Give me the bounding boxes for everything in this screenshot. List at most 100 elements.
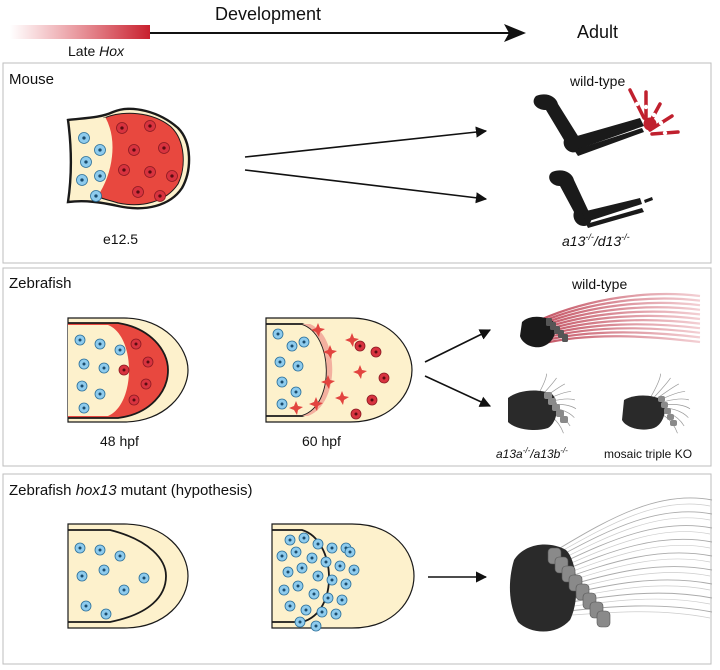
fin-ray: [559, 503, 711, 553]
hox-cell-nucleus: [358, 344, 362, 348]
migrating-mesenchyme-cell: [311, 323, 325, 337]
fin-mesenchyme-cell-nucleus: [302, 340, 306, 344]
zebrafish-arrow-wt: [424, 329, 492, 363]
hox-cell-nucleus: [122, 168, 126, 172]
fin-mesenchyme-cell-nucleus: [312, 592, 316, 596]
hox-cell-nucleus: [132, 148, 136, 152]
fin-mesenchyme-cell-nucleus: [102, 366, 106, 370]
fin-mesenchyme-cell-nucleus: [118, 554, 122, 558]
fin-ray: [539, 306, 701, 329]
fin-mesenchyme-cell-nucleus: [288, 538, 292, 542]
digit-joint: [634, 101, 640, 107]
proximal-cell-nucleus: [84, 160, 88, 164]
zebrafish-wt-fin: [520, 292, 701, 348]
distal-radial: [661, 402, 668, 408]
fin-ray: [539, 327, 701, 341]
fin-mesenchyme-cell-nucleus: [286, 570, 290, 574]
hox-cell-nucleus: [370, 398, 374, 402]
fin-mesenchyme-cell-nucleus: [122, 588, 126, 592]
distal-radial: [544, 392, 552, 399]
zebrafish-60hpf-fin-bud: [265, 317, 413, 423]
digit-joint: [662, 130, 668, 136]
wrist-bones: [643, 117, 657, 131]
fin-ray: [559, 525, 713, 565]
fin-mesenchyme-cell-nucleus: [330, 578, 334, 582]
fin-ray: [559, 605, 713, 613]
fin-mesenchyme-cell-nucleus: [102, 568, 106, 572]
fin-ray: [559, 538, 713, 573]
hox-cell-nucleus: [354, 412, 358, 416]
fin-mesenchyme-cell-nucleus: [278, 360, 282, 364]
fin-mesenchyme-cell-nucleus: [280, 380, 284, 384]
hypothesis-panel-title: Zebrafish hox13 mutant (hypothesis): [9, 482, 252, 499]
fin-mesenchyme-cell-nucleus: [320, 610, 324, 614]
fin-mesenchyme-cell-nucleus: [294, 390, 298, 394]
fin-ray: [559, 552, 713, 581]
migrating-mesenchyme-cell: [353, 365, 367, 379]
hox-cell-nucleus: [120, 126, 124, 130]
mouse-arrow-mutant: [244, 169, 488, 204]
zebrafish-wt-label: wild-type: [571, 276, 627, 292]
mouse-mutant-limb-skeleton: [549, 170, 653, 228]
mouse-panel-title: Mouse: [9, 71, 54, 88]
hypothesis-early-fin-bud: [67, 523, 189, 629]
fin-mesenchyme-cell-nucleus: [78, 338, 82, 342]
migrating-mesenchyme-cell: [345, 333, 359, 347]
fin-mesenchyme-cell-nucleus: [352, 568, 356, 572]
hox-cell-nucleus: [148, 124, 152, 128]
fin-ray: [539, 297, 701, 324]
fin-mesenchyme-cell-nucleus: [324, 560, 328, 564]
fin-mesenchyme-cell-nucleus: [104, 612, 108, 616]
fin-mesenchyme-cell-nucleus: [338, 564, 342, 568]
fin-ray: [539, 292, 701, 322]
zebrafish-mutant-label: a13a-/-/a13b-/-: [496, 446, 568, 461]
fin-mesenchyme-cell-nucleus: [310, 556, 314, 560]
fin-mesenchyme-cell-nucleus: [280, 554, 284, 558]
proximal-cell-nucleus: [98, 148, 102, 152]
fin-mesenchyme-cell-nucleus: [84, 604, 88, 608]
fin-ray: [559, 511, 713, 557]
zebrafish-panel: Zebrafish 48 hpf 60 hpf wild-type: [2, 267, 712, 467]
fin-mesenchyme-cell-nucleus: [316, 542, 320, 546]
zebrafish-mutant-fin: [508, 373, 577, 434]
zebrafish-panel-title: Zebrafish: [9, 275, 72, 292]
proximal-cell-nucleus: [80, 178, 84, 182]
hox-cell-nucleus: [170, 174, 174, 178]
distal-radial: [560, 416, 568, 423]
zebrafish-arrow-mutant: [424, 375, 492, 407]
fin-mesenchyme-cell-nucleus: [98, 342, 102, 346]
migrating-mesenchyme-cell: [323, 345, 337, 359]
hox-cell-nucleus: [132, 398, 136, 402]
fin-ray: [559, 544, 711, 577]
fin-mesenchyme-cell-nucleus: [82, 362, 86, 366]
hox-cell-nucleus: [162, 146, 166, 150]
hox-cell-nucleus: [158, 194, 162, 198]
hox-cell-nucleus: [374, 350, 378, 354]
digit-joint: [651, 112, 657, 118]
fin-mesenchyme-cell-nucleus: [98, 548, 102, 552]
zebrafish-mosaic-ko-fin: [622, 373, 691, 434]
migrating-mesenchyme-cell: [335, 391, 349, 405]
fin-mesenchyme-cell-nucleus: [294, 550, 298, 554]
development-label: Development: [215, 4, 321, 24]
fin-ray: [559, 611, 711, 619]
fin-ray: [539, 310, 701, 331]
distal-radial: [552, 404, 560, 411]
fin-mesenchyme-cell-nucleus: [300, 566, 304, 570]
mouse-arrow-wt: [244, 126, 488, 158]
migrating-mesenchyme-cell: [321, 375, 335, 389]
hox-cell-nucleus: [146, 360, 150, 364]
fin-mesenchyme-cell-nucleus: [296, 364, 300, 368]
hypothesis-mutant-fin: [509, 497, 713, 632]
proximal-cell-nucleus: [82, 136, 86, 140]
mouse-limb-bud: [66, 107, 191, 210]
fin-mesenchyme-cell-nucleus: [340, 598, 344, 602]
fin-mesenchyme-cell-nucleus: [334, 612, 338, 616]
hypothesis-panel: Zebrafish hox13 mutant (hypothesis): [2, 473, 713, 665]
distal-radial: [556, 410, 564, 417]
fin-mesenchyme-cell-nucleus: [290, 344, 294, 348]
zebrafish-mosaic-label: mosaic triple KO: [604, 447, 692, 461]
distal-radial: [664, 408, 671, 414]
fin-mesenchyme-cell-nucleus: [98, 392, 102, 396]
